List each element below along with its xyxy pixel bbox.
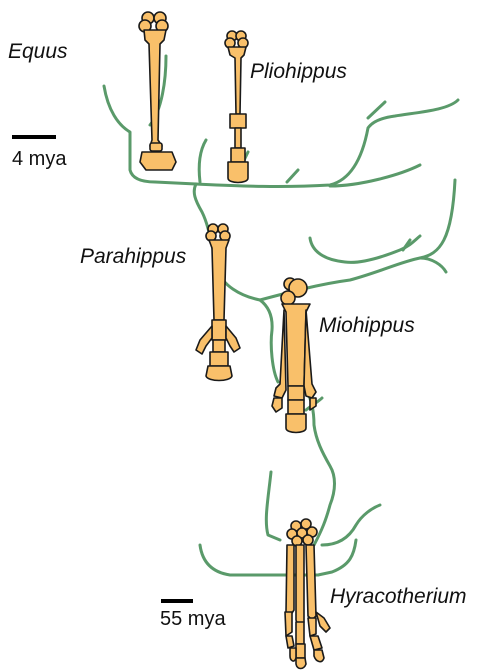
- branch-crown-spur-1: [368, 102, 385, 118]
- label-equus: Equus: [8, 40, 68, 64]
- label-hyracotherium: Hyracotherium: [330, 585, 467, 609]
- branch-crown-right: [330, 165, 420, 186]
- branch-lower-left: [266, 472, 280, 540]
- label-miohippus: Miohippus: [319, 314, 415, 338]
- parahippus-foot: [196, 224, 240, 381]
- hyracotherium-foot: [285, 519, 330, 669]
- branch-miohippus-stem: [260, 300, 278, 382]
- branch-mio-right: [420, 258, 446, 272]
- miohippus-foot: [272, 278, 316, 433]
- pliohippus-foot: [225, 31, 248, 183]
- branch-lower-right: [322, 505, 380, 545]
- label-time-lower: 55 mya: [160, 608, 226, 631]
- label-parahippus: Parahippus: [80, 245, 186, 269]
- label-time-upper: 4 mya: [12, 148, 66, 171]
- equus-foot: [139, 12, 176, 170]
- label-pliohippus: Pliohippus: [250, 60, 347, 84]
- branch-crown-spur-2: [287, 170, 298, 182]
- branch-pliohippus-left: [199, 140, 206, 182]
